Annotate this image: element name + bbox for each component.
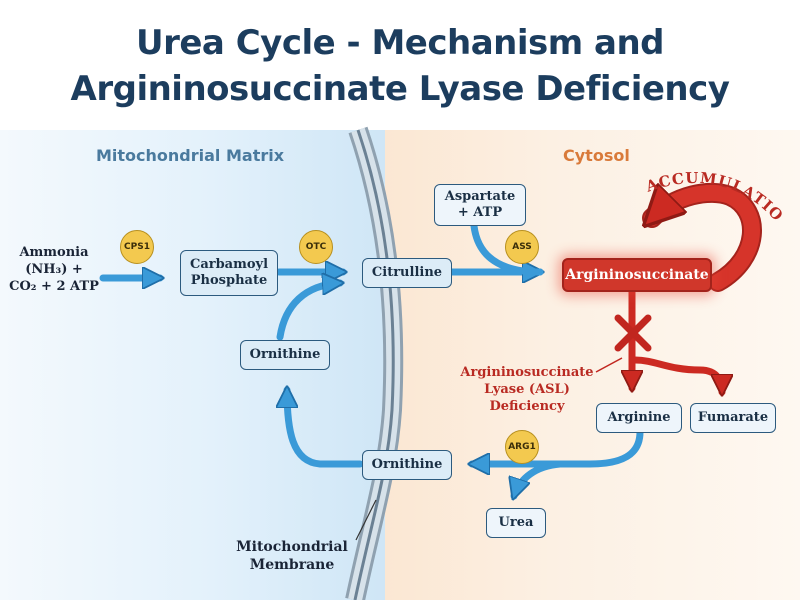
deficiency-line-3: Deficiency [489, 399, 565, 414]
inputs-line-3: CO₂ + 2 ATP [9, 279, 99, 294]
arginine-box: Arginine [596, 403, 682, 433]
deficiency-pointer [595, 357, 623, 373]
cytosol-label: Cytosol [563, 146, 630, 165]
inputs-line-1: Ammonia [19, 245, 89, 260]
arrow-ornithine-cycle-return [287, 390, 364, 468]
enzyme-otc: OTC [299, 230, 333, 264]
ornithine-matrix-box: Ornithine [240, 340, 330, 370]
asl-deficiency-label: Argininosuccinate Lyase (ASL) Deficiency [452, 364, 602, 415]
mitochondrial-matrix-label: Mitochondrial Matrix [96, 146, 285, 165]
aspartate-line-2: + ATP [457, 205, 503, 220]
accumulation-loop-arrow [652, 193, 760, 290]
urea-box: Urea [486, 508, 546, 538]
deficiency-line-2: Lyase (ASL) [484, 382, 570, 397]
ornithine-membrane-box: Ornithine [362, 450, 452, 480]
carbamoyl-phosphate-line-2: Phosphate [190, 273, 268, 288]
argininosuccinate-box: Argininosuccinate [562, 258, 712, 292]
aspartate-line-1: Aspartate [444, 189, 516, 204]
membrane-label-line-1: Mitochondrial [236, 539, 348, 555]
arrow-ornithine-to-citrulline [276, 283, 340, 341]
membrane-label-pointer [355, 499, 377, 541]
enzyme-cps1: CPS1 [120, 230, 154, 264]
inputs-line-2: (NH₃) + [25, 262, 83, 277]
carbamoyl-phosphate-box: Carbamoyl Phosphate [180, 250, 278, 296]
deficiency-line-1: Argininosuccinate [460, 365, 594, 380]
block-x-icon [614, 314, 652, 352]
enzyme-arg1: ARG1 [505, 430, 539, 464]
arrow-to-fumarate [631, 356, 722, 392]
carbamoyl-phosphate-line-1: Carbamoyl [189, 257, 269, 272]
aspartate-atp-box: Aspartate + ATP [434, 184, 526, 226]
arrow-arginine-to-ornithine [472, 428, 644, 464]
mitochondrial-membrane [345, 126, 404, 600]
inputs-label: Ammonia (NH₃) + CO₂ + 2 ATP [4, 244, 104, 295]
enzyme-ass: ASS [505, 230, 539, 264]
diagram-title: Urea Cycle - Mechanism and Argininosucci… [0, 20, 800, 112]
citrulline-box: Citrulline [362, 258, 452, 288]
arrow-aspartate-to-argininosuccinate [470, 222, 544, 276]
mitochondrial-membrane-label: Mitochondrial Membrane [222, 538, 362, 574]
fumarate-box: Fumarate [690, 403, 776, 433]
arrow-arginine-to-urea [514, 460, 564, 496]
membrane-label-line-2: Membrane [249, 557, 335, 573]
title-line-1: Urea Cycle - Mechanism and [135, 23, 665, 63]
title-line-2: Argininosuccinate Lyase Deficiency [70, 69, 730, 109]
accumulation-label: ACCUMULATION [0, 0, 787, 225]
